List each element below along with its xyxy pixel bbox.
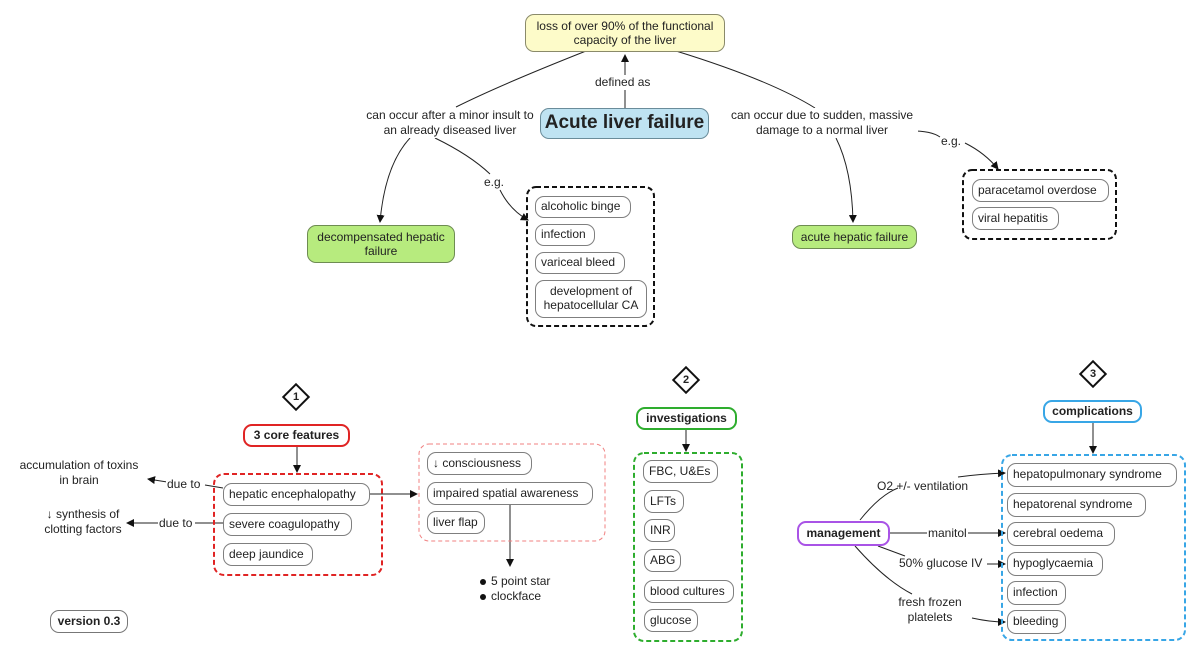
root-title: Acute liver failure <box>544 112 705 134</box>
encephalopathy-signs-group <box>418 443 606 542</box>
arrow-o2-hepatopulmonary <box>957 469 1006 478</box>
link-due-to-1: due to <box>166 477 202 492</box>
link-due-to-2: due to <box>158 516 194 531</box>
section-number: 1 <box>292 391 300 403</box>
sign-impaired-spatial-awareness[interactable]: impaired spatial awareness <box>427 482 593 505</box>
feature-hepatic-encephalopathy[interactable]: hepatic encephalopathy <box>223 483 370 506</box>
investigations-header[interactable]: investigations <box>636 407 737 430</box>
complication-hepatopulmonary-syndrome[interactable]: hepatopulmonary syndrome <box>1007 463 1177 487</box>
connector-management-ffp <box>854 545 913 595</box>
management-node[interactable]: management <box>797 521 890 546</box>
connector-left-eg <box>434 137 491 175</box>
section-number: 2 <box>682 374 690 386</box>
link-left-eg: e.g. <box>484 175 505 189</box>
decompensated-hepatic-failure-node[interactable]: decompensated hepatic failure <box>307 225 455 263</box>
link-right-eg: e.g. <box>941 134 962 148</box>
version-badge: version 0.3 <box>50 610 128 633</box>
complication-infection[interactable]: infection <box>1007 581 1066 605</box>
root-node[interactable]: Acute liver failure <box>540 108 709 139</box>
connector-definition-left <box>455 50 587 108</box>
example-hepatocellular-ca[interactable]: development of hepatocellular CA <box>535 280 647 318</box>
example-infection[interactable]: infection <box>535 224 595 246</box>
example-alcoholic-binge[interactable]: alcoholic binge <box>535 196 631 218</box>
example-variceal-bleed[interactable]: variceal bleed <box>535 252 625 274</box>
arrow-right-result <box>835 137 857 223</box>
link-manitol: manitol <box>927 526 968 541</box>
complication-hypoglycaemia[interactable]: hypoglycaemia <box>1007 552 1103 576</box>
cause-clotting-factors: ↓ synthesis of clotting factors <box>44 507 122 536</box>
complication-hepatorenal-syndrome[interactable]: hepatorenal syndrome <box>1007 493 1146 517</box>
right-examples-group <box>962 169 1117 240</box>
spatial-test-text: clockface <box>491 589 542 603</box>
bullet-icon <box>480 578 486 585</box>
connector-definition-right <box>675 50 816 109</box>
complications-title: complications <box>1052 404 1133 419</box>
left-examples-group <box>526 186 655 327</box>
complication-bleeding[interactable]: bleeding <box>1007 610 1066 634</box>
investigation-glucose[interactable]: glucose <box>644 609 698 632</box>
feature-deep-jaundice[interactable]: deep jaundice <box>223 543 313 566</box>
link-left-branch: can occur after a minor insult to an alr… <box>365 108 535 138</box>
link-defined-as: defined as <box>594 75 652 90</box>
link-glucose-iv: 50% glucose IV <box>899 556 983 570</box>
feature-severe-coagulopathy[interactable]: severe coagulopathy <box>223 513 352 536</box>
definition-text: loss of over 90% of the functional capac… <box>536 18 714 47</box>
arrow-right-examples <box>964 142 999 170</box>
arrow-left-result <box>376 137 411 223</box>
acute-hepatic-failure-node[interactable]: acute hepatic failure <box>792 225 917 249</box>
version-text: version 0.3 <box>57 614 121 629</box>
example-paracetamol-overdose[interactable]: paracetamol overdose <box>972 179 1109 202</box>
complications-header[interactable]: complications <box>1043 400 1142 423</box>
investigation-fbc-ues[interactable]: FBC, U&Es <box>643 460 718 483</box>
sign-consciousness[interactable]: ↓ consciousness <box>427 452 532 475</box>
section-1-marker: 1 <box>281 382 311 412</box>
section-2-marker: 2 <box>671 365 701 395</box>
investigations-group <box>633 452 743 642</box>
investigation-blood-cultures[interactable]: blood cultures <box>644 580 734 603</box>
definition-node[interactable]: loss of over 90% of the functional capac… <box>525 14 725 52</box>
management-title: management <box>806 526 881 541</box>
core-features-header[interactable]: 3 core features <box>243 424 350 447</box>
link-o2-ventilation: O2 +/- ventilation <box>877 479 969 493</box>
connector-management-o2 <box>859 487 899 521</box>
sign-liver-flap[interactable]: liver flap <box>427 511 485 534</box>
investigations-title: investigations <box>646 411 727 426</box>
link-right-branch: can occur due to sudden, massive damage … <box>726 108 918 138</box>
decompensated-text: decompensated hepatic failure <box>317 229 445 258</box>
investigation-lfts[interactable]: LFTs <box>644 490 684 513</box>
core-features-title: 3 core features <box>253 428 340 443</box>
investigation-inr[interactable]: INR <box>644 519 675 542</box>
section-number: 3 <box>1089 368 1097 380</box>
core-features-group <box>213 473 383 576</box>
investigation-abg[interactable]: ABG <box>644 549 681 572</box>
cause-toxins: accumulation of toxins in brain <box>19 458 139 487</box>
spatial-test-text: 5 point star <box>491 574 551 588</box>
arrow-left-examples <box>499 189 529 221</box>
complications-group <box>1001 454 1186 641</box>
list-item: clockface <box>480 589 550 604</box>
connector-encephalopathy-dueto <box>204 484 224 489</box>
example-viral-hepatitis[interactable]: viral hepatitis <box>972 207 1059 230</box>
bullet-icon <box>480 593 486 600</box>
section-3-marker: 3 <box>1078 359 1108 389</box>
complication-cerebral-oedema[interactable]: cerebral oedema <box>1007 522 1115 546</box>
list-item: 5 point star <box>480 574 550 589</box>
connector-management-glucose <box>877 545 906 557</box>
link-fresh-frozen-platelets: fresh frozen platelets <box>898 595 962 624</box>
spatial-tests-list: 5 point star clockface <box>480 574 550 604</box>
arrow-ffp-bleeding <box>971 617 1006 626</box>
acute-hepatic-failure-text: acute hepatic failure <box>800 229 909 244</box>
